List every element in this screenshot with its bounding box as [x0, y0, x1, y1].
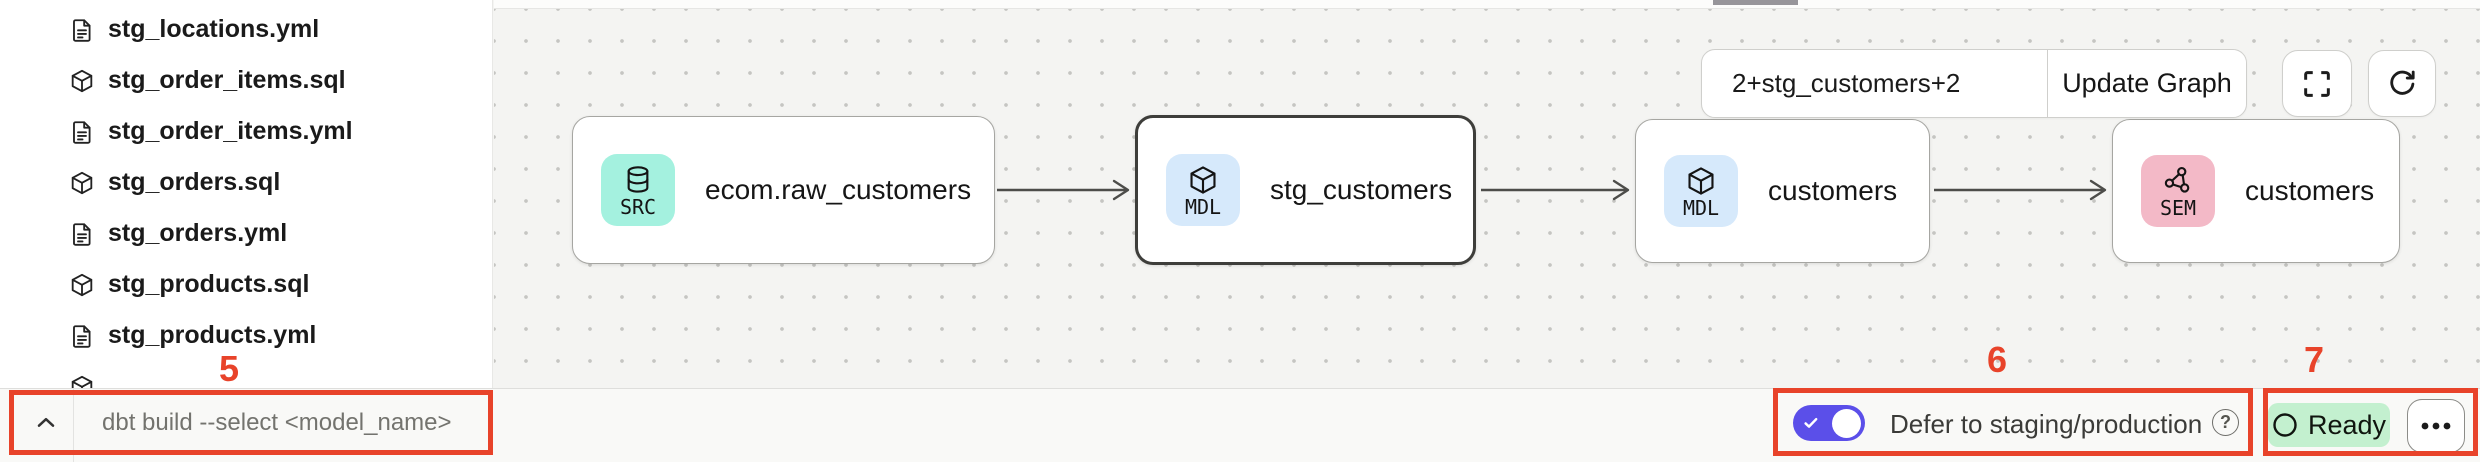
graph-selector-group: Update Graph [1701, 49, 2247, 118]
fullscreen-button[interactable] [2282, 50, 2352, 117]
file-name: stg_locations.yml [108, 15, 320, 43]
file-tree-panel: stg_locations.yml stg_order_items.sql stg_… [0, 0, 493, 388]
src-badge: SRC [601, 154, 675, 226]
file-tree-item[interactable]: stg_orders.sql [69, 157, 492, 208]
update-graph-button[interactable]: Update Graph [2047, 50, 2246, 117]
file-name: stg_orders.yml [108, 219, 288, 247]
model-cube-icon [69, 68, 95, 94]
document-icon [69, 221, 95, 247]
scroll-grip [1713, 0, 1798, 5]
file-name: stg_products.yml [108, 321, 317, 349]
node-label: ecom.raw_customers [705, 174, 972, 205]
document-icon [69, 17, 95, 43]
file-name: stg_order_items.yml [108, 117, 353, 145]
cube-icon [1685, 165, 1717, 197]
model-cube-icon [69, 170, 95, 196]
file-name: stg_products.sql [108, 270, 310, 298]
file-name: stg_order_items.sql [108, 66, 346, 94]
node-label: customers [1768, 175, 1898, 206]
node-label: stg_customers [1270, 174, 1453, 205]
chevron-up-icon [33, 410, 59, 436]
file-tree-item[interactable]: stg_locations.yml [69, 4, 492, 55]
ready-label: Ready [2307, 409, 2387, 440]
ellipsis-icon [2419, 420, 2453, 432]
refresh-button[interactable] [2368, 50, 2436, 117]
model-cube-icon [69, 272, 95, 298]
document-icon [69, 323, 95, 349]
toggle-knob [1832, 408, 1861, 438]
file-tree-item[interactable]: stg_order_items.sql [69, 55, 492, 106]
expand-command-bar-button[interactable] [28, 403, 64, 443]
lineage-node-mdl[interactable]: MDL stg_customers [1135, 115, 1476, 265]
ready-status-badge[interactable]: Ready [2268, 403, 2390, 447]
lineage-node-mdl[interactable]: MDL customers [1635, 119, 1930, 263]
mdl-badge: MDL [1166, 154, 1240, 226]
refresh-icon [2385, 67, 2419, 101]
graph-selector-input[interactable] [1702, 50, 2047, 117]
file-tree: stg_locations.yml stg_order_items.sql stg_… [0, 0, 492, 388]
file-tree-item[interactable]: stg_products.sql [69, 259, 492, 310]
canvas-top-strip [494, 0, 2480, 9]
lineage-node-src[interactable]: SRC ecom.raw_customers [572, 116, 995, 264]
help-icon[interactable]: ? [2212, 409, 2239, 436]
fullscreen-icon [2300, 67, 2334, 101]
node-label: customers [2245, 175, 2375, 206]
more-options-button[interactable] [2407, 399, 2465, 453]
file-tree-item[interactable] [69, 361, 492, 388]
file-name: stg_orders.sql [108, 168, 281, 196]
file-tree-item[interactable]: stg_products.yml [69, 310, 492, 361]
command-bar-divider [73, 389, 74, 462]
file-tree-item[interactable]: stg_order_items.yml [69, 106, 492, 157]
mdl-badge: MDL [1664, 155, 1738, 227]
model-cube-icon [69, 374, 95, 388]
network-icon [2162, 165, 2194, 197]
defer-toggle[interactable] [1793, 405, 1865, 441]
command-input[interactable] [100, 398, 480, 448]
sem-badge: SEM [2141, 155, 2215, 227]
defer-label: Defer to staging/production [1890, 409, 2203, 439]
check-icon [1802, 414, 1820, 432]
status-circle-icon [2272, 412, 2298, 438]
cube-icon [1187, 164, 1219, 196]
file-tree-item[interactable]: stg_orders.yml [69, 208, 492, 259]
lineage-node-sem[interactable]: SEM customers [2112, 119, 2400, 263]
database-icon [622, 164, 654, 196]
document-icon [69, 119, 95, 145]
